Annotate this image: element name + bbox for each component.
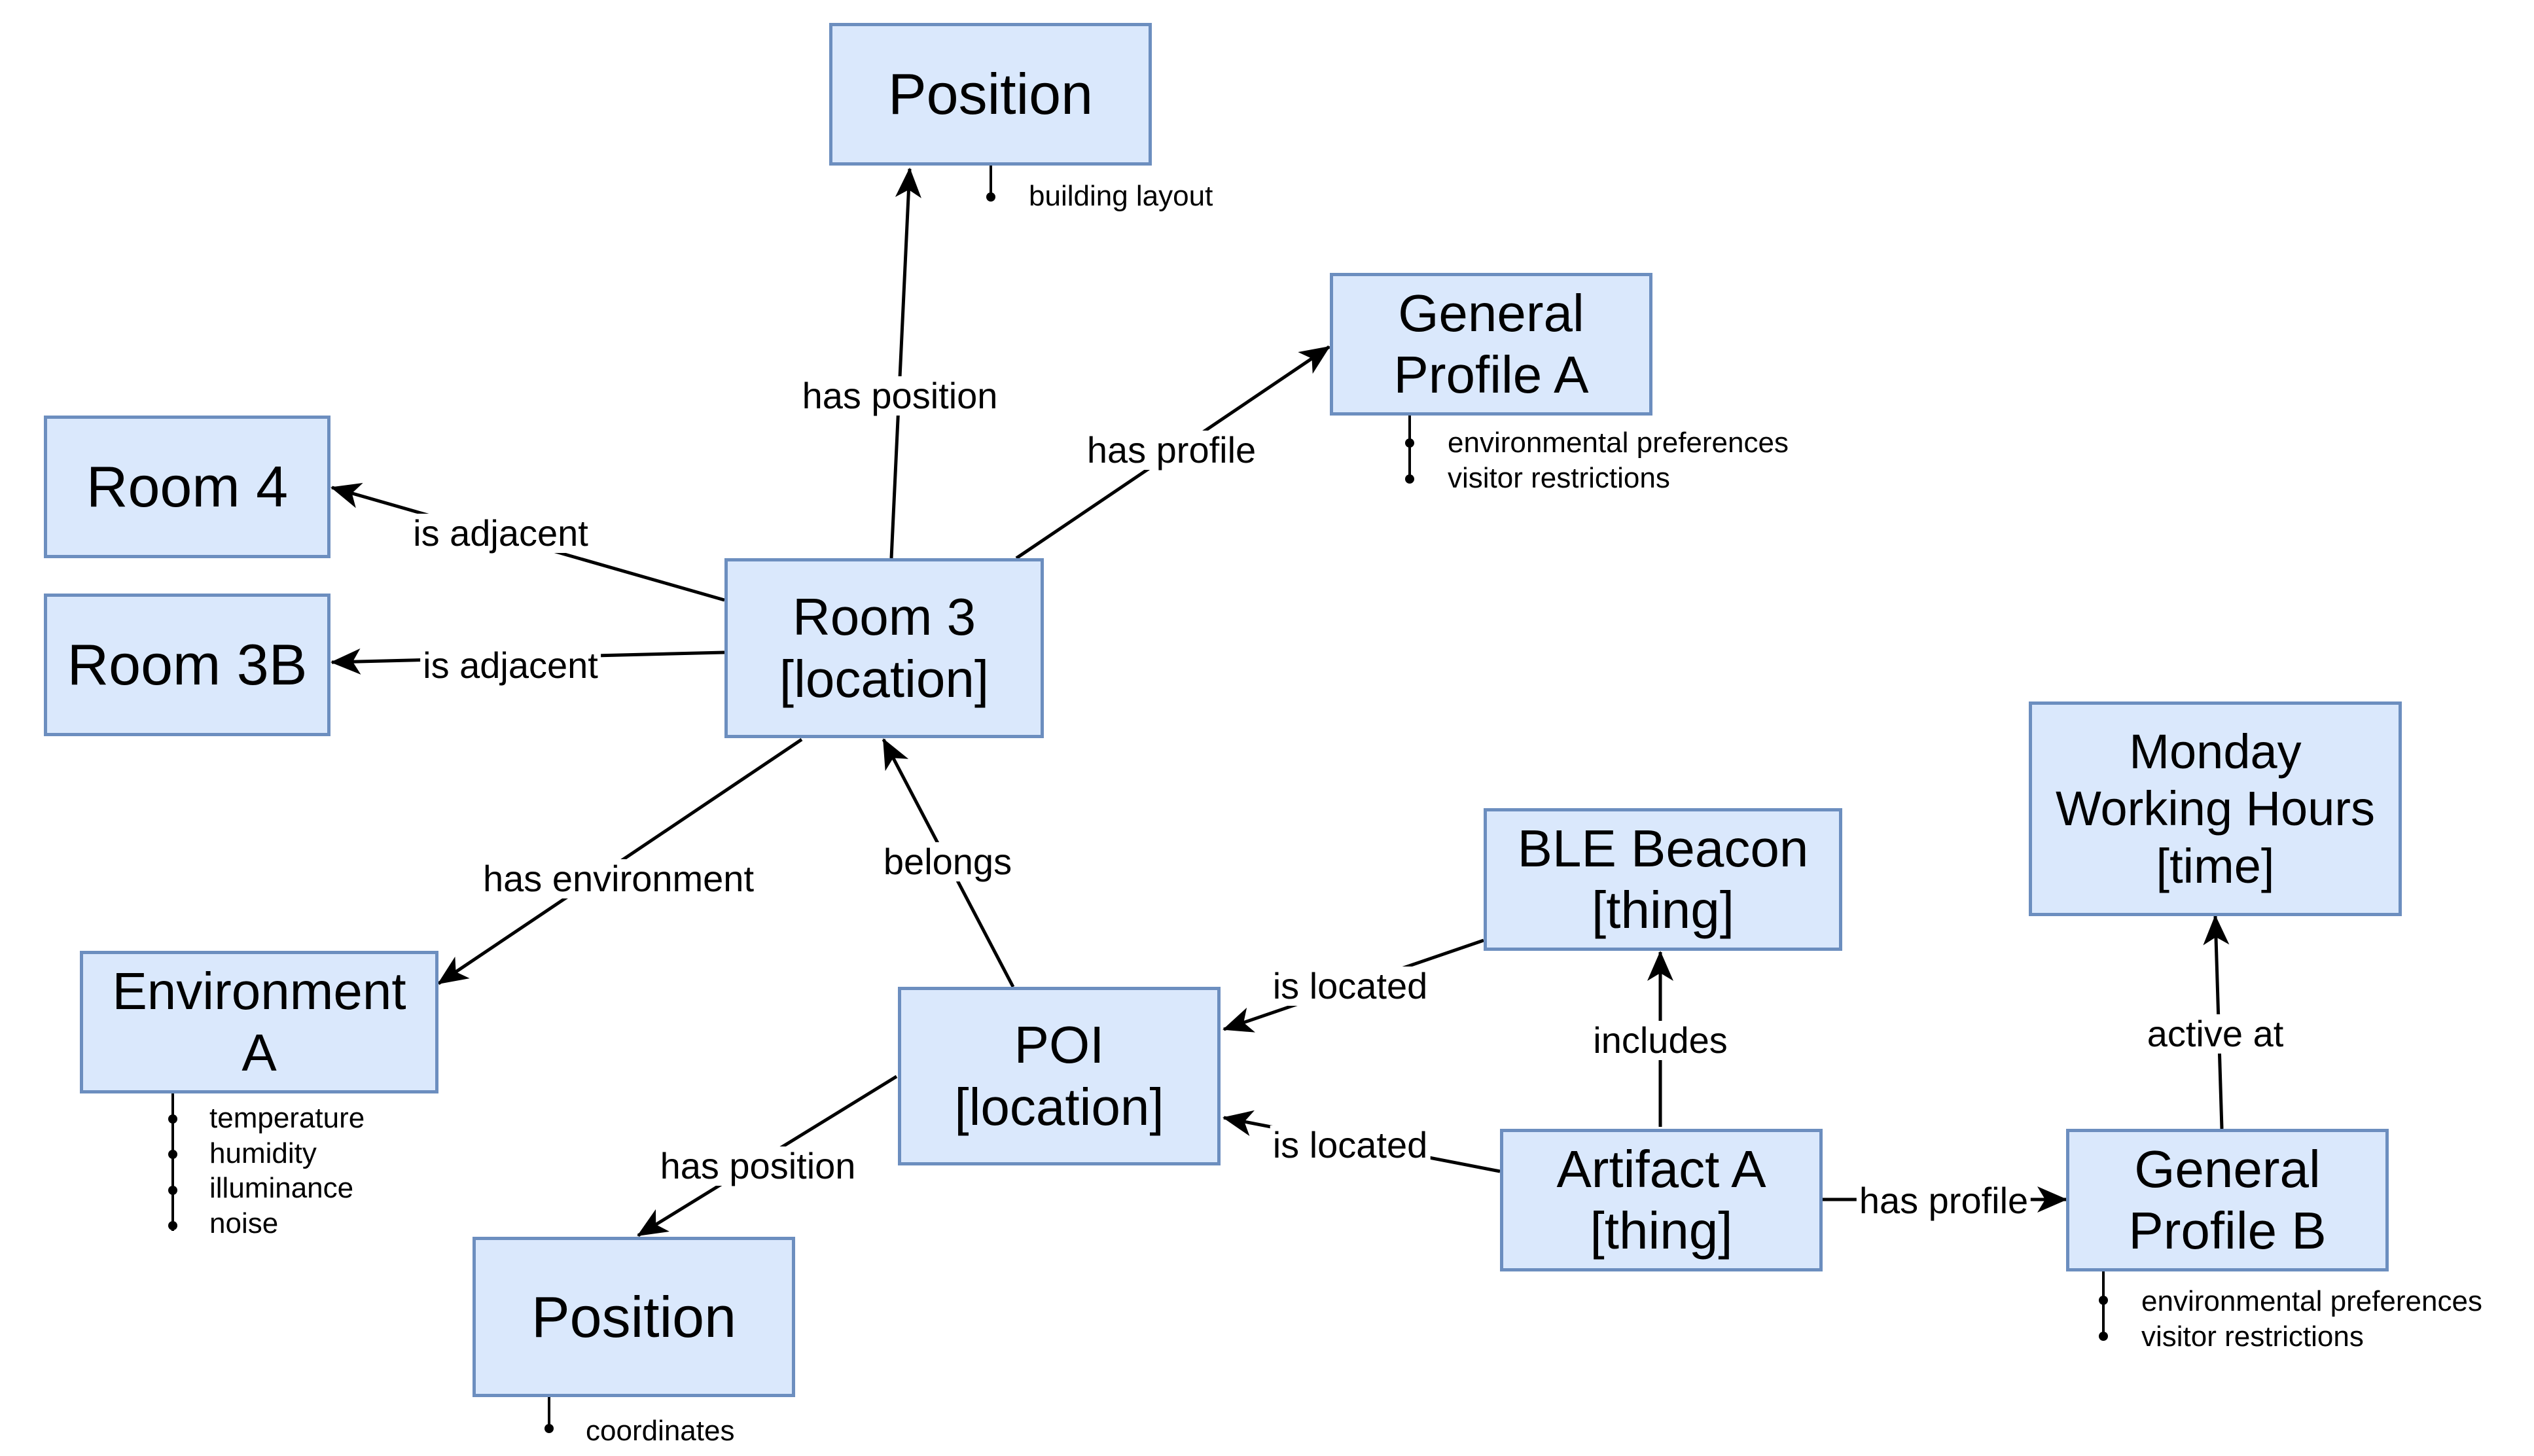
edge-label-room3-profile-a: has profile	[1084, 431, 1259, 470]
node-poi[interactable]: POI [location]	[898, 987, 1221, 1165]
attrs-general-profile-b: environmental preferences visitor restri…	[2141, 1284, 2482, 1354]
attr-stem-position-bottom	[548, 1397, 550, 1430]
node-position-top[interactable]: Position	[829, 23, 1152, 166]
attr-dot-environment-a-2	[168, 1150, 177, 1159]
node-environment-a[interactable]: Environment A	[80, 951, 438, 1093]
attr-noise: noise	[209, 1207, 279, 1240]
attr-illuminance: illuminance	[209, 1172, 354, 1205]
node-artifact-a-line1: Artifact A	[1556, 1139, 1766, 1198]
attr-dot-environment-a-4	[168, 1221, 177, 1230]
attr-visitor-restrictions-a: visitor restrictions	[1448, 461, 1670, 494]
node-ble-beacon-line2: [thing]	[1592, 881, 1734, 939]
attrs-general-profile-a: environmental preferences visitor restri…	[1448, 425, 1789, 495]
edge-label-room3-room4: is adjacent	[410, 514, 591, 553]
attrs-position-top: building layout	[1029, 179, 1213, 214]
attr-dot-environment-a-1	[168, 1114, 177, 1124]
node-general-profile-b[interactable]: General Profile B	[2066, 1129, 2389, 1271]
node-general-profile-a-line2: Profile A	[1393, 346, 1589, 404]
attr-stem-general-profile-a	[1408, 416, 1411, 481]
edge-label-ble-poi: is located	[1270, 967, 1431, 1006]
attr-stem-general-profile-b	[2102, 1271, 2105, 1339]
node-room3b[interactable]: Room 3B	[44, 594, 330, 736]
attr-dot-position-bottom	[544, 1424, 554, 1433]
node-artifact-a-line2: [thing]	[1590, 1201, 1733, 1260]
node-ble-beacon[interactable]: BLE Beacon [thing]	[1484, 808, 1842, 951]
attr-building-layout: building layout	[1029, 180, 1213, 212]
attr-dot-general-profile-b-1	[2099, 1296, 2108, 1305]
node-monday-hours-line1: Monday	[2129, 724, 2302, 779]
node-room3-line1: Room 3	[792, 588, 976, 647]
node-position-bottom-label: Position	[531, 1284, 737, 1349]
node-ble-beacon-line1: BLE Beacon	[1517, 819, 1809, 878]
node-monday-hours[interactable]: Monday Working Hours [time]	[2029, 701, 2402, 916]
attr-stem-position-top	[990, 166, 992, 198]
attr-visitor-restrictions-b: visitor restrictions	[2141, 1320, 2364, 1353]
attr-dot-general-profile-a-1	[1405, 438, 1414, 448]
edge-label-room3-room3b: is adjacent	[420, 646, 601, 685]
node-position-bottom[interactable]: Position	[473, 1237, 795, 1397]
node-room3-line2: [location]	[779, 649, 990, 708]
edge-label-poi-position: has position	[657, 1146, 859, 1186]
node-environment-a-line2: A	[241, 1023, 277, 1082]
edge-label-artifact-profile-b: has profile	[1856, 1181, 2031, 1220]
node-room4[interactable]: Room 4	[44, 416, 330, 558]
attr-environmental-preferences-a: environmental preferences	[1448, 427, 1789, 459]
attr-dot-general-profile-a-2	[1405, 474, 1414, 484]
node-room3b-label: Room 3B	[67, 632, 308, 698]
node-general-profile-a-line1: General	[1398, 283, 1584, 342]
node-poi-line2: [location]	[954, 1077, 1164, 1136]
node-room3[interactable]: Room 3 [location]	[724, 558, 1044, 738]
edge-room3-position	[889, 168, 921, 559]
attrs-position-bottom: coordinates	[586, 1413, 734, 1449]
attr-coordinates: coordinates	[586, 1415, 735, 1447]
node-room4-label: Room 4	[86, 454, 289, 520]
attr-humidity: humidity	[209, 1137, 317, 1169]
node-position-top-label: Position	[887, 62, 1094, 127]
attr-dot-general-profile-b-2	[2099, 1332, 2108, 1341]
node-general-profile-a[interactable]: General Profile A	[1330, 273, 1652, 416]
edge-label-room3-environment: has environment	[480, 859, 757, 898]
edge-label-artifact-ble: includes	[1590, 1021, 1730, 1060]
node-general-profile-b-line1: General	[2134, 1139, 2321, 1198]
node-poi-line1: POI	[1014, 1016, 1105, 1074]
attr-dot-environment-a-3	[168, 1186, 177, 1195]
node-monday-hours-line2: Working Hours	[2055, 781, 2375, 836]
attr-stem-environment-a	[171, 1093, 174, 1231]
node-general-profile-b-line2: Profile B	[2128, 1201, 2327, 1260]
attrs-environment-a: temperature humidity illuminance noise	[209, 1101, 365, 1241]
edge-label-poi-room3: belongs	[880, 842, 1015, 881]
attr-environmental-preferences-b: environmental preferences	[2141, 1285, 2482, 1317]
edge-label-artifact-poi: is located	[1270, 1126, 1431, 1165]
attr-temperature: temperature	[209, 1102, 365, 1134]
attr-dot-position-top	[986, 192, 995, 202]
edge-label-profile-b-monday: active at	[2144, 1014, 2287, 1054]
node-monday-hours-line3: [time]	[2156, 838, 2275, 893]
node-artifact-a[interactable]: Artifact A [thing]	[1500, 1129, 1823, 1271]
edge-label-room3-position: has position	[799, 376, 1001, 416]
node-environment-a-line1: Environment	[112, 961, 406, 1020]
